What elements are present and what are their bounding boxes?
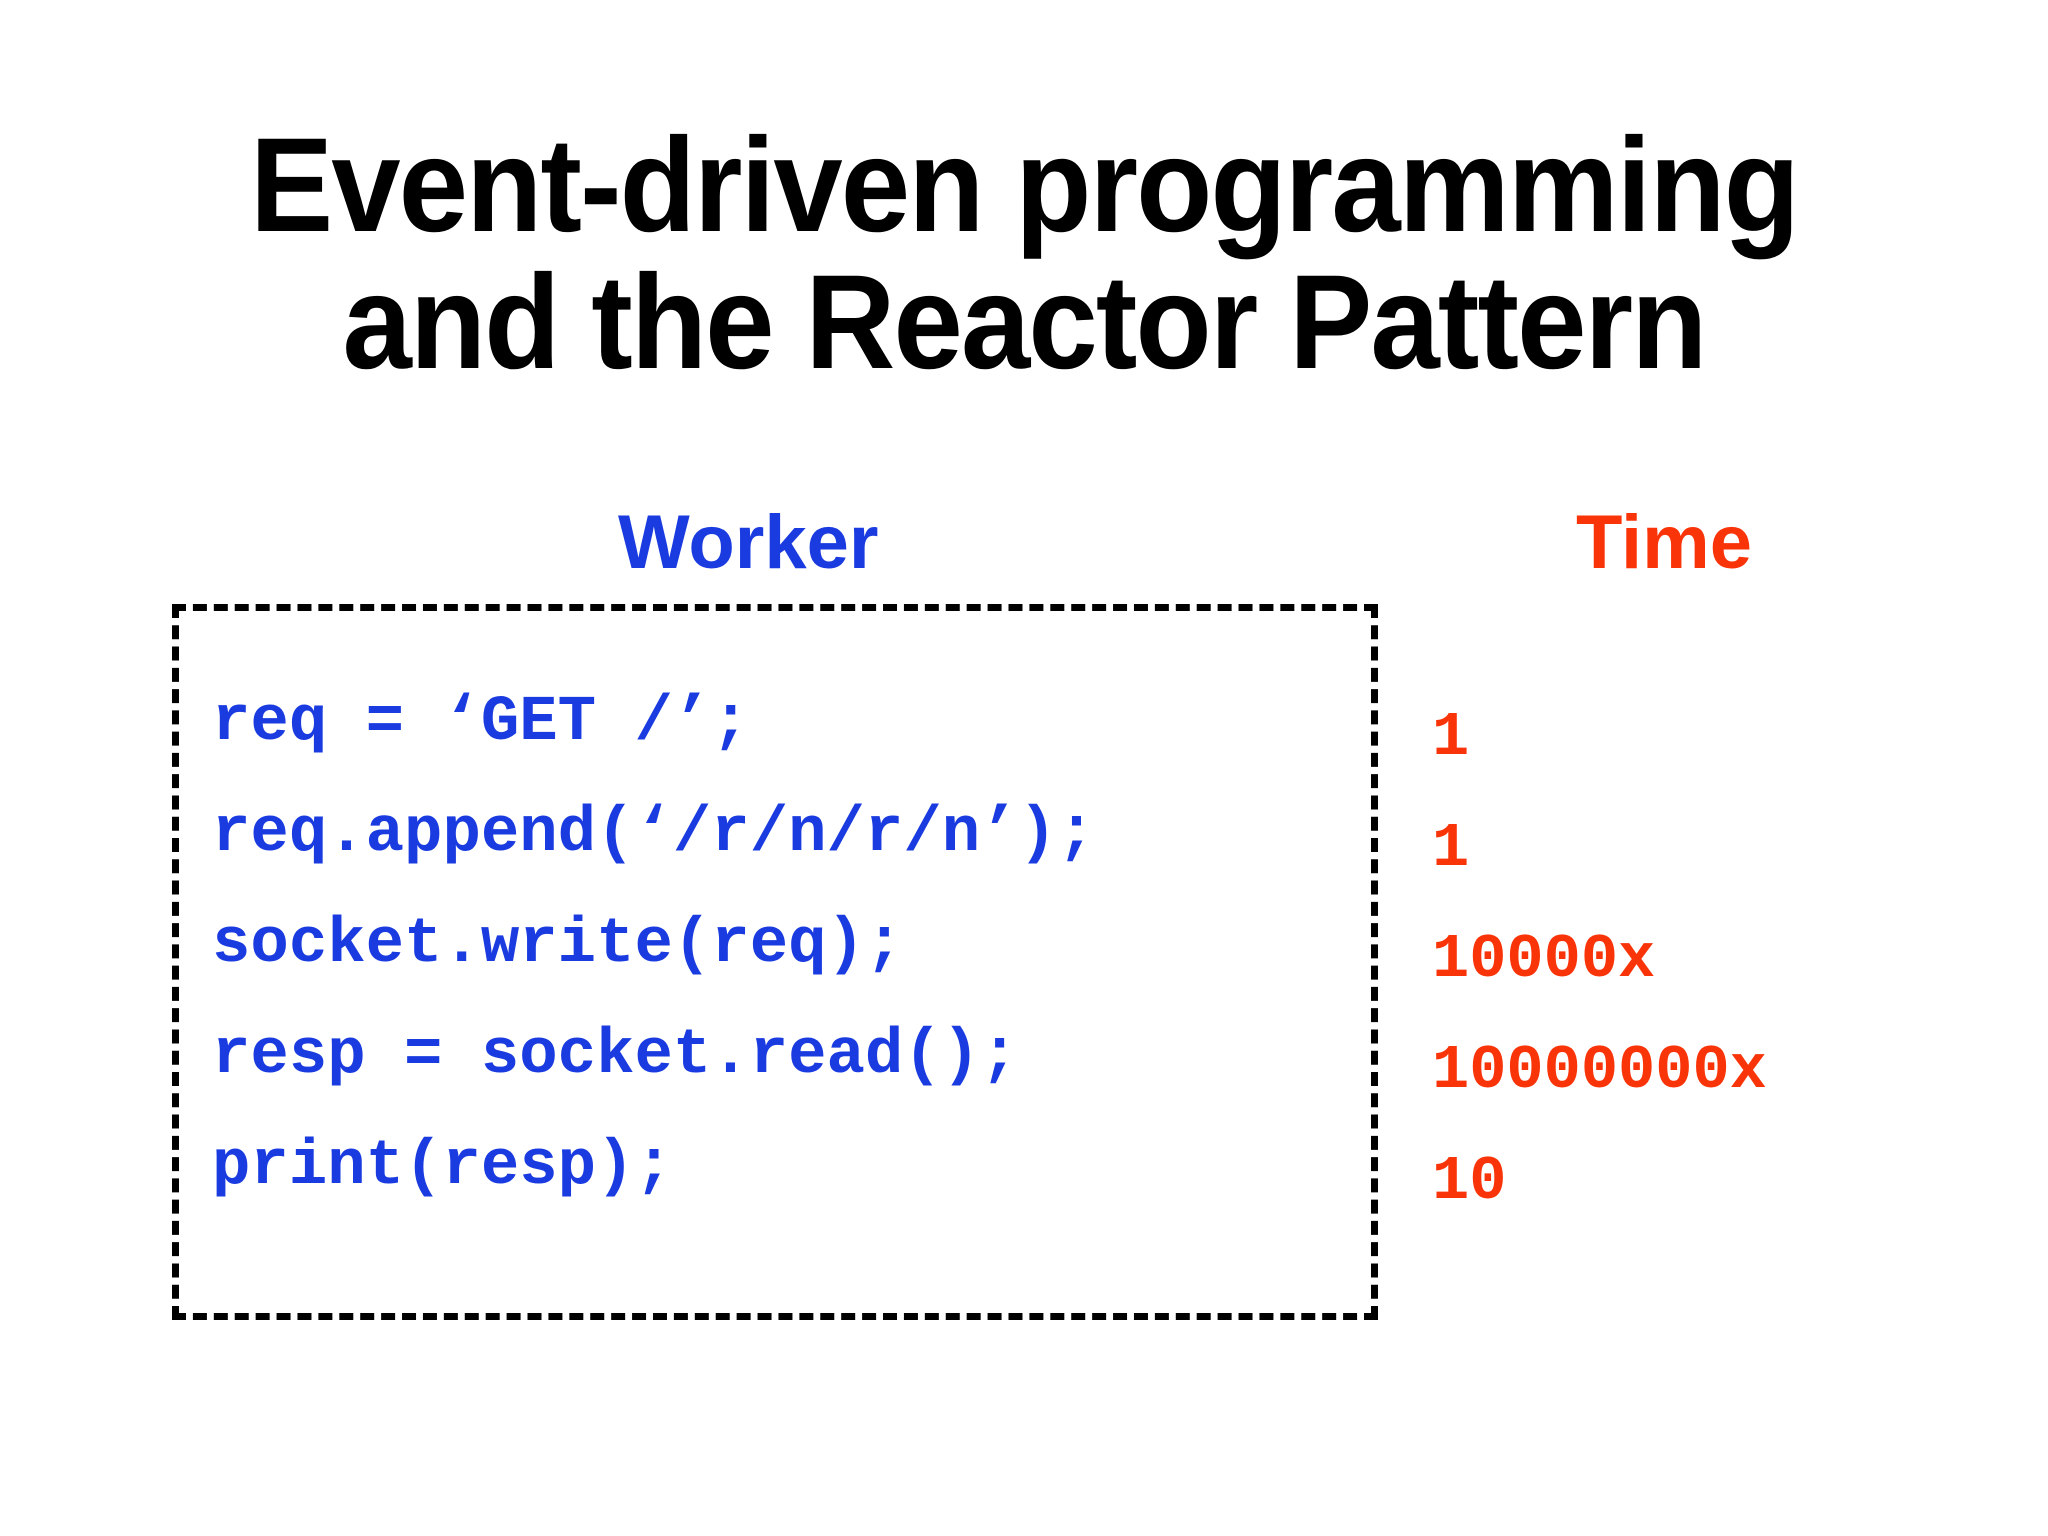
worker-code-list: req = ‘GET /’; req.append(‘/r/n/r/n’); s… (212, 668, 1372, 1223)
code-line: socket.write(req); (212, 909, 904, 981)
time-value: 10000000x (1432, 1035, 1767, 1106)
time-value-list: 1 1 10000x 10000000x 10 (1432, 668, 1992, 1223)
time-value: 10000x (1432, 924, 1656, 995)
list-item: resp = socket.read(); (212, 1001, 1372, 1112)
code-line: resp = socket.read(); (212, 1020, 1019, 1092)
list-item: 10000x (1432, 890, 1992, 1001)
list-item: 1 (1432, 668, 1992, 779)
code-block-outline (172, 604, 1378, 1320)
page-title: Event-driven programming and the Reactor… (0, 111, 2048, 397)
time-value: 10 (1432, 1146, 1507, 1217)
code-line: req = ‘GET /’; (212, 687, 750, 759)
column-headers: Worker Time (0, 500, 2048, 586)
time-value: 1 (1432, 813, 1470, 884)
list-item: 10000000x (1432, 1001, 1992, 1112)
list-item: 1 (1432, 779, 1992, 890)
title-line-2: and the Reactor Pattern (342, 247, 1708, 397)
worker-column-header: Worker (618, 500, 879, 585)
time-value: 1 (1432, 702, 1470, 773)
list-item: print(resp); (212, 1112, 1372, 1223)
code-line: req.append(‘/r/n/r/n’); (212, 798, 1096, 870)
list-item: req.append(‘/r/n/r/n’); (212, 779, 1372, 890)
list-item: req = ‘GET /’; (212, 668, 1372, 779)
title-line-1: Event-driven programming (250, 111, 1800, 260)
code-line: print(resp); (212, 1131, 673, 1203)
list-item: 10 (1432, 1112, 1992, 1223)
list-item: socket.write(req); (212, 890, 1372, 1001)
time-column-header: Time (1576, 500, 1753, 585)
